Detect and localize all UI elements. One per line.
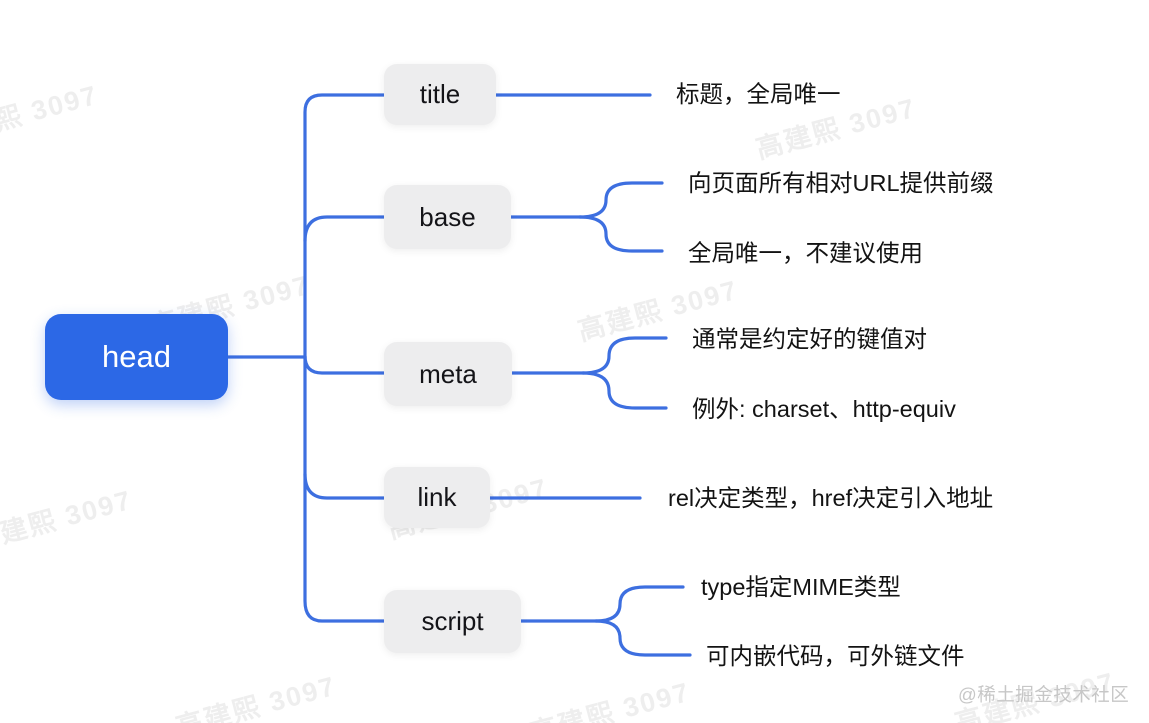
node-meta-label: meta: [419, 358, 477, 389]
connector-base-leaf-1: [578, 181, 664, 219]
leaf-script-note-1: type指定MIME类型: [701, 574, 901, 600]
node-title: title: [384, 64, 496, 125]
node-head: head: [45, 314, 228, 400]
node-link-label: link: [417, 482, 457, 512]
connector-script: [303, 355, 598, 623]
connector-meta-leaf-2: [581, 371, 668, 410]
connector-link: [303, 472, 642, 500]
leaf-title-note: 标题，全局唯一: [676, 81, 841, 107]
connector-meta-leaf-1: [581, 336, 668, 375]
node-base-label: base: [419, 201, 476, 232]
node-head-label: head: [102, 339, 171, 374]
leaf-meta-note-1: 通常是约定好的键值对: [692, 326, 927, 352]
node-base: base: [384, 185, 511, 249]
leaf-base-note-1: 向页面所有相对URL提供前缀: [688, 170, 994, 196]
leaf-base-note-2: 全局唯一，不建议使用: [688, 240, 923, 266]
connector-meta: [303, 354, 585, 375]
node-title-label: title: [419, 79, 461, 109]
connector-script-leaf-2: [594, 619, 692, 657]
node-script-label: script: [421, 606, 484, 636]
connector-title: [303, 93, 652, 359]
node-link: link: [384, 467, 490, 528]
node-meta: meta: [384, 342, 512, 406]
node-script: script: [384, 590, 521, 653]
connector-script-leaf-1: [594, 585, 685, 623]
leaf-link-note: rel决定类型，href决定引入地址: [668, 485, 994, 511]
community-credit: @稀土掘金技术社区: [958, 684, 1130, 705]
leaf-script-note-2: 可内嵌代码，可外链文件: [706, 643, 965, 669]
connector-base: [303, 215, 582, 243]
leaf-meta-note-2: 例外: charset、http-equiv: [692, 396, 956, 422]
connector-base-leaf-2: [578, 215, 664, 253]
